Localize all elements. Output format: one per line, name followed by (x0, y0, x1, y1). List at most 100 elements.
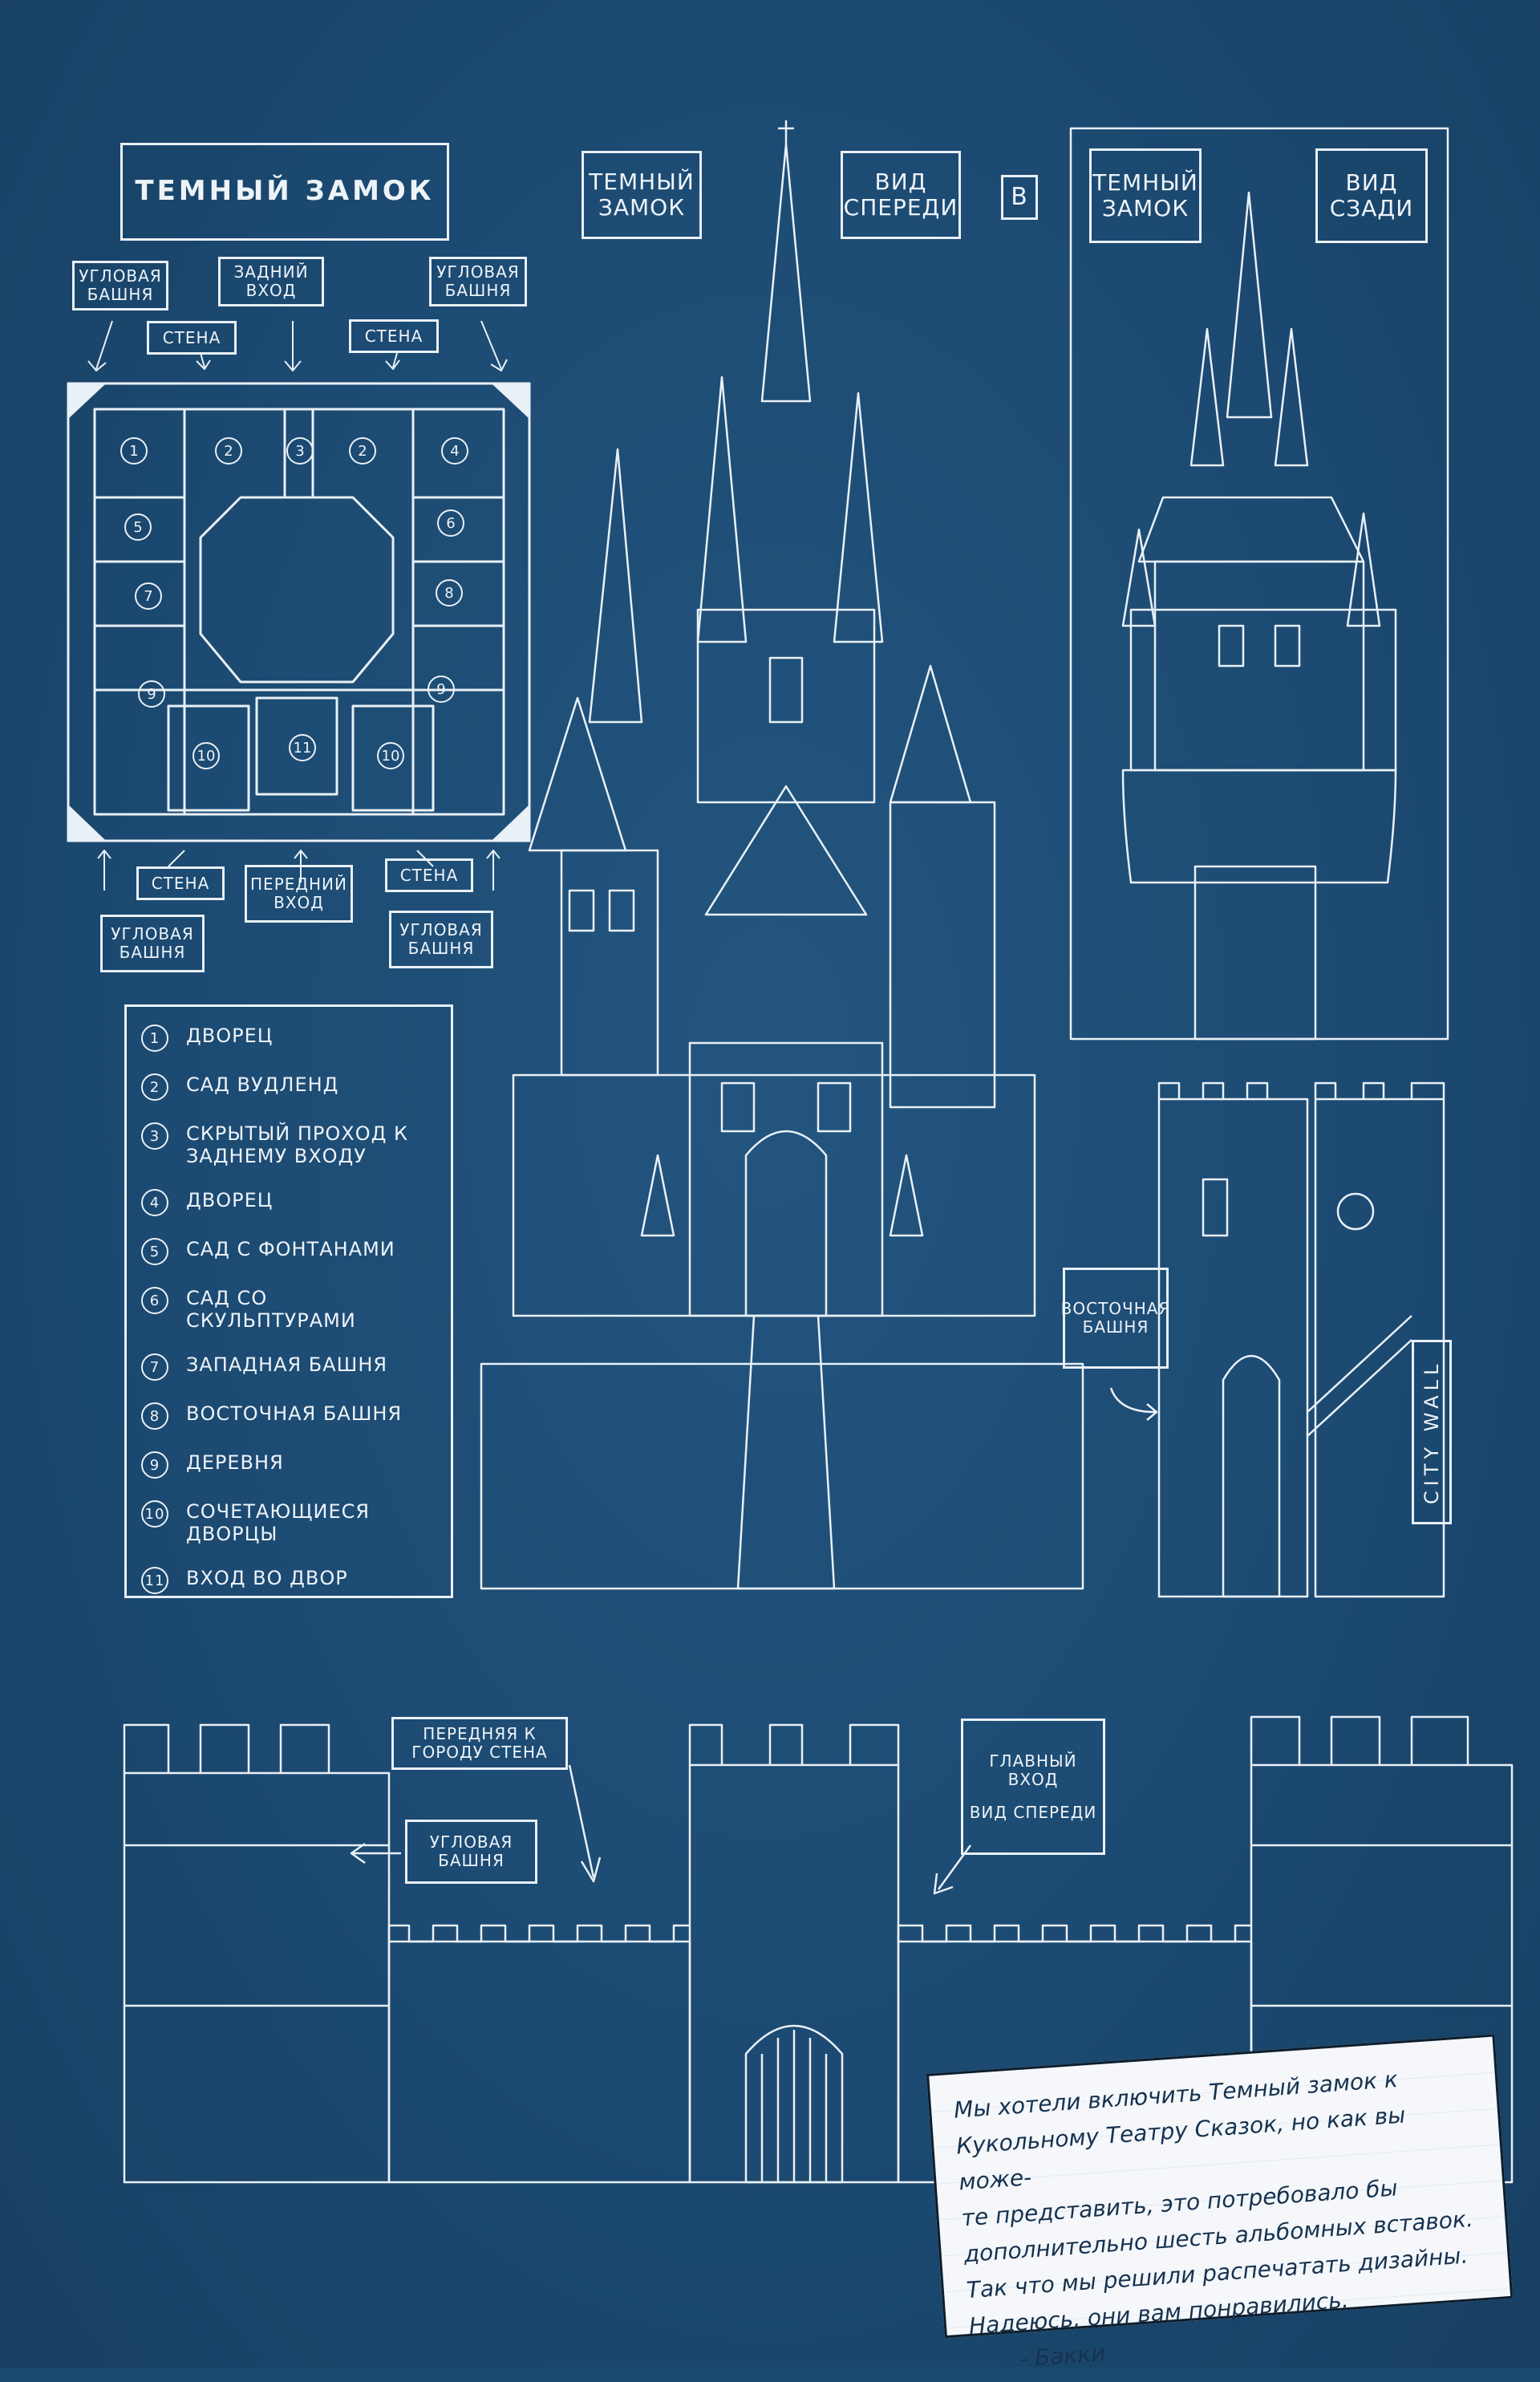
floor-plan (67, 382, 531, 842)
plan-number: 2 (215, 437, 242, 465)
plan-number: 9 (138, 680, 165, 708)
label-text: Темный замок (589, 168, 695, 221)
legend-item: 10 Сочетающиеся дворцы (141, 1500, 436, 1545)
castle-back-view (1069, 127, 1449, 1041)
plan-number: 3 (286, 437, 314, 465)
label-text: CITY WALL (1420, 1359, 1443, 1505)
legend-item: 3 Скрытый проход к заднему входу (141, 1122, 436, 1167)
plan-arrows (87, 320, 508, 891)
front-view-label: Вид спереди (841, 151, 961, 239)
legend-number: 3 (141, 1122, 168, 1150)
legend-number: 5 (141, 1238, 168, 1265)
label-text: Угловая башня (436, 262, 520, 300)
plan-number: 2 (349, 437, 376, 465)
back-view-castle-name: Темный замок (1089, 148, 1202, 243)
label-corner-tower-wall: Угловая башня (405, 1820, 537, 1884)
front-view-castle-name: Темный замок (582, 151, 702, 239)
label-wall-top-left: Стена (147, 321, 237, 355)
legend-text: Дворец (186, 1025, 274, 1047)
legend-number: 8 (141, 1402, 168, 1430)
legend-item: 5 Сад с фонтанами (141, 1238, 436, 1265)
legend-text: Восточная башня (186, 1402, 403, 1425)
plan-number: 9 (428, 676, 455, 703)
front-view-badge: B (1001, 175, 1038, 220)
label-text: Вид спереди (969, 1802, 1097, 1822)
legend-number: 7 (141, 1353, 168, 1381)
badge-text: B (1011, 182, 1028, 211)
legend-item: 11 Вход во двор (141, 1567, 436, 1594)
label-text: Угловая башня (429, 1832, 513, 1870)
label-wall-bottom-right: Стена (385, 858, 473, 892)
legend-number: 1 (141, 1025, 168, 1052)
label-text: Восточная башня (1060, 1299, 1171, 1337)
legend-item: 1 Дворец (141, 1025, 436, 1052)
label-corner-tower-top-left: Угловая башня (72, 261, 168, 310)
label-back-entrance: Задний вход (218, 257, 324, 306)
plan-number: 4 (441, 437, 468, 465)
plan-number: 7 (135, 582, 162, 610)
author-note: Мы хотели включить Темный замок к Куколь… (926, 2034, 1514, 2372)
legend-item: 6 Сад со скульптурами (141, 1287, 436, 1332)
legend-text: Западная башня (186, 1353, 388, 1376)
east-tower-drawing (1109, 1081, 1445, 1598)
label-text: Передняя к городу стена (411, 1724, 548, 1762)
legend-text: Сад Вудленд (186, 1073, 339, 1096)
plan-number: 1 (120, 437, 148, 465)
label-wall-top-right: Стена (349, 319, 439, 353)
legend-item: 8 Восточная башня (141, 1402, 436, 1430)
legend-text: Сад со скульптурами (186, 1287, 356, 1332)
label-text: Главный вход (989, 1751, 1077, 1789)
legend-number: 11 (141, 1567, 168, 1594)
label-text: Угловая башня (399, 920, 483, 958)
legend-text: Вход во двор (186, 1567, 348, 1589)
label-corner-tower-top-right: Угловая башня (429, 257, 527, 306)
legend-text: Скрытый проход к заднему входу (186, 1122, 409, 1167)
label-main-entrance: Главный вход Вид спереди (961, 1719, 1105, 1855)
label-city-wall: CITY WALL (1412, 1340, 1452, 1524)
plan-number: 10 (377, 742, 404, 769)
plan-number: 11 (289, 734, 316, 761)
label-text: Вид спереди (843, 168, 958, 221)
legend-number: 9 (141, 1451, 168, 1479)
plan-number: 6 (437, 509, 464, 537)
label-text: Стена (162, 327, 221, 347)
castle-front-view (480, 120, 1084, 1590)
legend: 1Дворец 2Сад Вудленд 3Скрытый проход к з… (124, 1004, 453, 1598)
legend-text: Деревня (186, 1451, 284, 1474)
legend-item: 4 Дворец (141, 1189, 436, 1216)
label-text: Передний вход (250, 874, 347, 912)
plan-title: Темный замок (120, 143, 449, 241)
label-corner-tower-bottom-left: Угловая башня (100, 915, 205, 972)
label-text: Задний вход (233, 262, 309, 300)
legend-number: 6 (141, 1287, 168, 1314)
city-wall-drawing (123, 1715, 1514, 2184)
legend-number: 4 (141, 1189, 168, 1216)
label-text: Темный замок (1092, 168, 1198, 221)
label-wall-bottom-left: Стена (136, 866, 225, 900)
label-text: Стена (151, 873, 210, 893)
legend-number: 10 (141, 1500, 168, 1528)
label-text: Угловая башня (111, 924, 194, 962)
plan-number: 10 (192, 742, 220, 769)
label-text: Вид сзади (1329, 168, 1414, 221)
plan-number: 8 (436, 579, 463, 607)
legend-number: 2 (141, 1073, 168, 1101)
back-view-label: Вид сзади (1315, 148, 1428, 243)
label-text: Стена (364, 326, 424, 346)
label-text: Стена (399, 865, 459, 885)
legend-item: 9 Деревня (141, 1451, 436, 1479)
label-corner-tower-bottom-right: Угловая башня (389, 911, 493, 968)
legend-text: Сочетающиеся дворцы (186, 1500, 371, 1545)
label-front-city-wall: Передняя к городу стена (391, 1717, 568, 1770)
plan-title-text: Темный замок (135, 175, 435, 208)
legend-item: 7 Западная башня (141, 1353, 436, 1381)
legend-text: Сад с фонтанами (186, 1238, 395, 1260)
legend-item: 2 Сад Вудленд (141, 1073, 436, 1101)
legend-text: Дворец (186, 1189, 274, 1211)
label-text: Угловая башня (79, 266, 162, 304)
label-east-tower: Восточная башня (1060, 1268, 1171, 1369)
label-front-entrance: Передний вход (245, 865, 353, 923)
plan-number: 5 (124, 513, 152, 541)
